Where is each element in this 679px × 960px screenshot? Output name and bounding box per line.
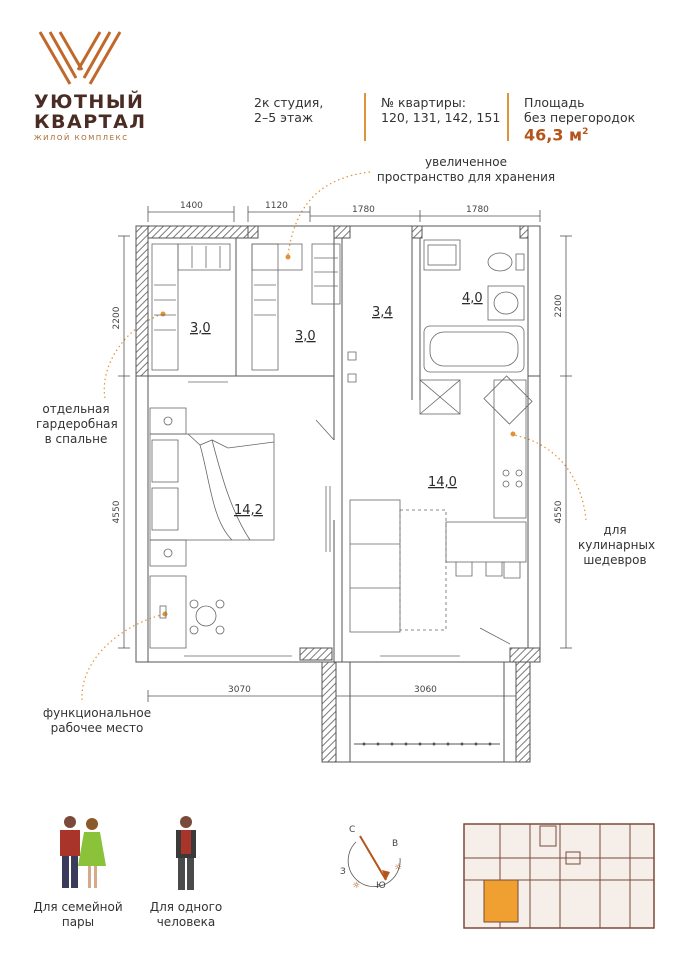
apartment-area: Площадь без перегородок 46,3 м2	[524, 95, 636, 145]
svg-text:3060: 3060	[414, 685, 437, 695]
walls	[135, 225, 541, 763]
header-divider	[507, 93, 509, 141]
brand-subtitle: ЖИЛОЙ КОМПЛЕКС	[34, 134, 129, 142]
dimension-labels: 1400 1120 1780 1780 2200 4550 2200 4550 …	[112, 201, 564, 695]
svg-text:З: З	[340, 867, 346, 877]
svg-text:3,4: 3,4	[372, 305, 393, 320]
room-areas: 3,0 3,0 3,4 4,0 14,2 14,0	[190, 291, 483, 518]
partitions	[135, 225, 541, 763]
svg-text:☼: ☼	[352, 881, 360, 891]
apartment-numbers: № квартиры: 120, 131, 142, 151	[381, 95, 501, 125]
note-workplace: функциональное рабочее место	[42, 706, 152, 735]
note-wardrobe: отдельная гардеробная в спальне	[36, 402, 118, 446]
logo-mark-icon	[38, 31, 122, 85]
living-furniture	[349, 499, 447, 633]
svg-text:4550: 4550	[112, 500, 122, 523]
svg-text:14,2: 14,2	[234, 503, 263, 518]
area-value: 46,3 м2	[524, 125, 589, 145]
bathroom-fixtures	[423, 239, 525, 373]
svg-text:2200: 2200	[112, 306, 122, 329]
svg-text:С: С	[349, 825, 355, 835]
single-person-icon	[176, 816, 196, 890]
svg-text:Ю: Ю	[376, 881, 386, 891]
svg-text:☼: ☼	[394, 863, 402, 873]
svg-text:3,0: 3,0	[190, 321, 211, 336]
svg-text:3,0: 3,0	[295, 329, 316, 344]
label-single: Для одного человека	[149, 900, 223, 929]
building-locator-map	[463, 823, 655, 929]
svg-text:4550: 4550	[554, 500, 564, 523]
header-divider	[364, 93, 366, 141]
compass-icon: С В Ю З ☼ ☼	[340, 825, 402, 891]
apartment-type: 2к студия, 2–5 этаж	[254, 95, 324, 125]
label-couple: Для семейной пары	[33, 900, 123, 929]
dimension-lines	[118, 206, 572, 702]
brand-name-line1: УЮТНЫЙ	[34, 91, 145, 113]
svg-text:1780: 1780	[466, 205, 489, 215]
kitchen-units	[419, 375, 533, 645]
brand-logo: УЮТНЫЙ КВАРТАЛ ЖИЛОЙ КОМПЛЕКС	[34, 30, 147, 142]
svg-text:2200: 2200	[554, 294, 564, 317]
svg-text:4,0: 4,0	[462, 291, 483, 306]
note-kitchen: для кулинарных шедевров	[578, 523, 656, 567]
bedroom-furniture	[149, 351, 460, 657]
balcony-railing	[362, 742, 492, 746]
svg-text:1780: 1780	[352, 205, 375, 215]
note-storage: увеличенное пространство для хранения	[376, 155, 556, 184]
shelving	[151, 243, 341, 383]
brand-name-line2: КВАРТАЛ	[34, 111, 147, 133]
couple-icon	[60, 816, 106, 888]
svg-text:В: В	[392, 839, 398, 849]
svg-text:1120: 1120	[265, 201, 288, 211]
svg-text:14,0: 14,0	[428, 475, 457, 490]
svg-text:3070: 3070	[228, 685, 251, 695]
svg-text:1400: 1400	[180, 201, 203, 211]
